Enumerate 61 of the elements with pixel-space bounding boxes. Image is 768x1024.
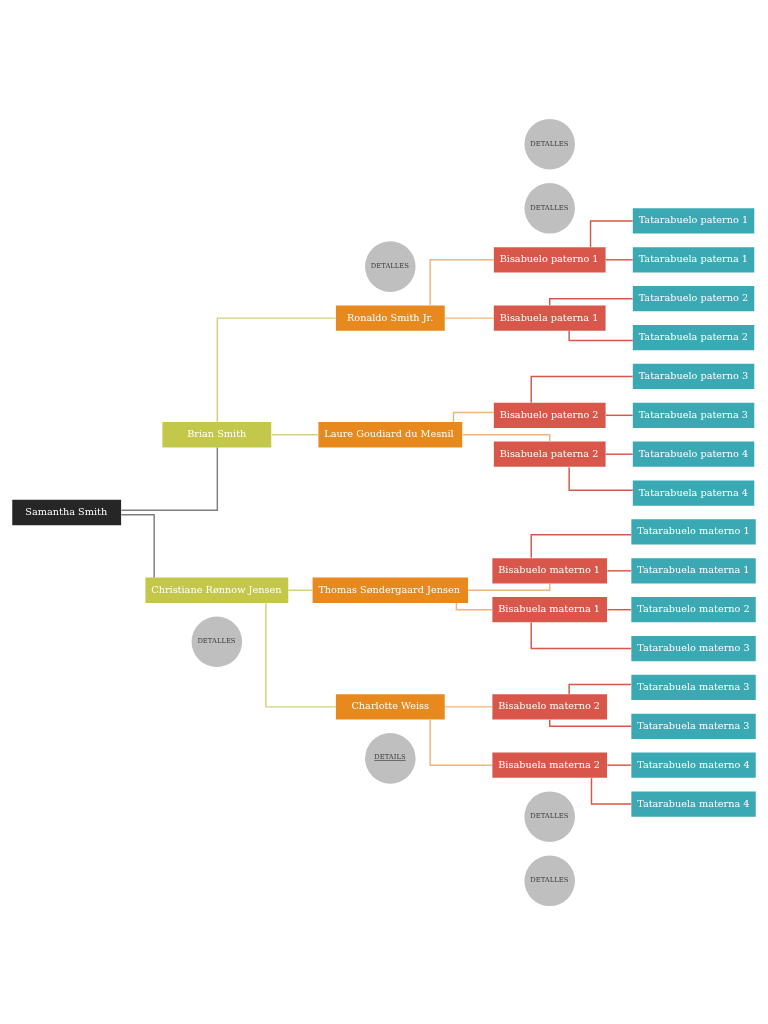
node-box: Brian Smith — [162, 421, 272, 447]
node-box: Bisabuelo materno 1 — [492, 557, 608, 583]
node-box: Tatarabuela materna 3 — [631, 674, 756, 700]
node-box: Ronaldo Smith Jr. — [335, 305, 445, 331]
node-box: Bisabuelo paterno 2 — [493, 402, 606, 428]
connector — [568, 465, 634, 491]
node-box: Tatarabuela materna 4 — [631, 790, 756, 817]
node-box: Tatarabuelo materno 1 — [631, 518, 756, 545]
connector — [452, 411, 495, 423]
connector — [461, 433, 551, 442]
connector — [287, 589, 314, 591]
connector — [429, 258, 495, 306]
connector — [216, 316, 337, 423]
connector — [549, 297, 634, 306]
node-box: Bisabuelo paterno 1 — [493, 246, 606, 272]
node-box: Bisabuela paterna 1 — [493, 305, 606, 331]
connector — [590, 776, 632, 805]
connector — [429, 718, 493, 766]
connector — [605, 414, 634, 416]
node-box: Laure Goudiard du Mesnil — [318, 421, 463, 447]
node-box: Samantha Smith — [12, 499, 122, 525]
node-box: Thomas Søndergaard Jensen — [312, 577, 469, 603]
connector — [455, 601, 493, 610]
node-box: Bisabuela materna 2 — [492, 752, 608, 778]
connector — [530, 375, 634, 403]
node-box: Christiane Rønnow Jensen — [145, 577, 289, 603]
connector — [606, 608, 632, 610]
connector — [444, 316, 495, 319]
connector — [265, 601, 337, 708]
node-box: Tatarabuela materna 1 — [631, 557, 756, 583]
node-box: Charlotte Weiss — [335, 693, 445, 719]
connector — [530, 533, 632, 559]
connector — [271, 433, 320, 435]
connector — [589, 219, 634, 248]
connector — [605, 452, 634, 455]
connector — [549, 718, 633, 727]
connector — [605, 258, 634, 261]
connector — [120, 446, 219, 511]
node-box: Tatarabuela paterna 2 — [632, 324, 755, 350]
node-box: Tatarabuelo paterno 3 — [632, 363, 755, 389]
node-box: Tatarabuelo materno 3 — [631, 635, 756, 661]
node-box: Tatarabuela paterna 4 — [632, 479, 755, 506]
connector — [444, 705, 494, 708]
node-box: Tatarabuelo paterno 1 — [632, 207, 755, 234]
connector — [120, 513, 155, 578]
node-box: Tatarabuelo materno 4 — [631, 752, 756, 778]
connector — [568, 683, 632, 695]
node-box: Bisabuela materna 1 — [492, 596, 608, 622]
node-box: Tatarabuelo paterno 2 — [632, 285, 755, 311]
connector — [467, 582, 551, 591]
node-box: Tatarabuelo materno 2 — [631, 596, 756, 622]
node-box: Tatarabuelo paterno 4 — [632, 441, 755, 467]
node-box: Tatarabuela materna 3 — [631, 713, 756, 739]
connector — [530, 621, 632, 649]
connector — [606, 569, 632, 572]
node-box: Bisabuela paterna 2 — [493, 441, 606, 467]
connector — [606, 763, 632, 766]
node-box: Bisabuelo materno 2 — [492, 693, 608, 719]
node-box: Tatarabuela paterna 3 — [632, 402, 755, 428]
node-box: Tatarabuela paterna 1 — [632, 246, 755, 272]
connector — [568, 329, 634, 341]
